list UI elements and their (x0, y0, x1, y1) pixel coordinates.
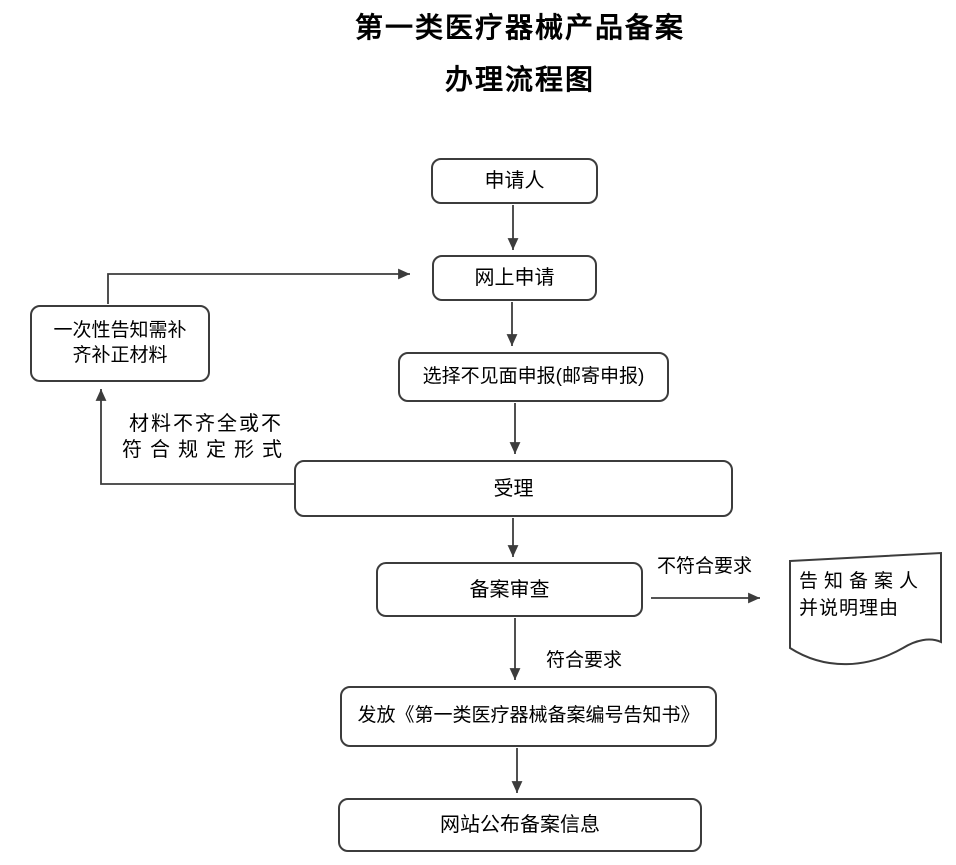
label-materials-incomplete: 材料不齐全或不 符合规定形式 (118, 411, 294, 463)
node-filing-review-label: 备案审查 (469, 578, 550, 601)
node-inform-filer-line2: 并说明理由 (799, 598, 900, 619)
node-onetime-notice: 一次性告知需补 齐补正材料 (30, 305, 210, 382)
node-issue-notice-label: 发放《第一类医疗器械备案编号告知书》 (357, 705, 700, 727)
node-applicant: 申请人 (431, 158, 598, 204)
node-onetime-notice-line2: 齐补正材料 (72, 344, 168, 366)
arrow-onetime-notice-to-online (107, 268, 410, 304)
label-not-meet-requirements: 不符合要求 (657, 556, 753, 577)
page-title-line2: 办理流程图 (444, 64, 596, 95)
node-choose-declaration-mode: 选择不见面申报(邮寄申报) (398, 352, 669, 402)
node-publish-info-label: 网站公布备案信息 (440, 814, 600, 836)
node-acceptance: 受理 (294, 460, 733, 517)
node-choose-declaration-mode-label: 选择不见面申报(邮寄申报) (422, 365, 645, 387)
node-online-application: 网上申请 (432, 255, 597, 301)
node-filing-review: 备案审查 (376, 562, 643, 617)
node-issue-notice: 发放《第一类医疗器械备案编号告知书》 (340, 686, 717, 747)
label-materials-incomplete-line2: 符合规定形式 (122, 439, 290, 461)
node-online-application-label: 网上申请 (474, 267, 555, 289)
label-materials-incomplete-line1: 材料不齐全或不 (129, 413, 283, 435)
arrow-acceptance-to-onetime-notice (95, 389, 294, 485)
node-acceptance-label: 受理 (493, 477, 534, 500)
node-applicant-label: 申请人 (484, 170, 545, 192)
page-title-line1: 第一类医疗器械产品备案 (354, 12, 686, 43)
label-meet-requirements: 符合要求 (546, 650, 623, 671)
node-inform-filer-line1: 告知备案人 (799, 571, 925, 592)
node-onetime-notice-line1: 一次性告知需补 (53, 319, 187, 341)
document-shape-inform-filer (789, 551, 942, 666)
node-publish-info: 网站公布备案信息 (338, 798, 702, 852)
node-inform-filer: 告知备案人 并说明理由 (799, 568, 935, 622)
